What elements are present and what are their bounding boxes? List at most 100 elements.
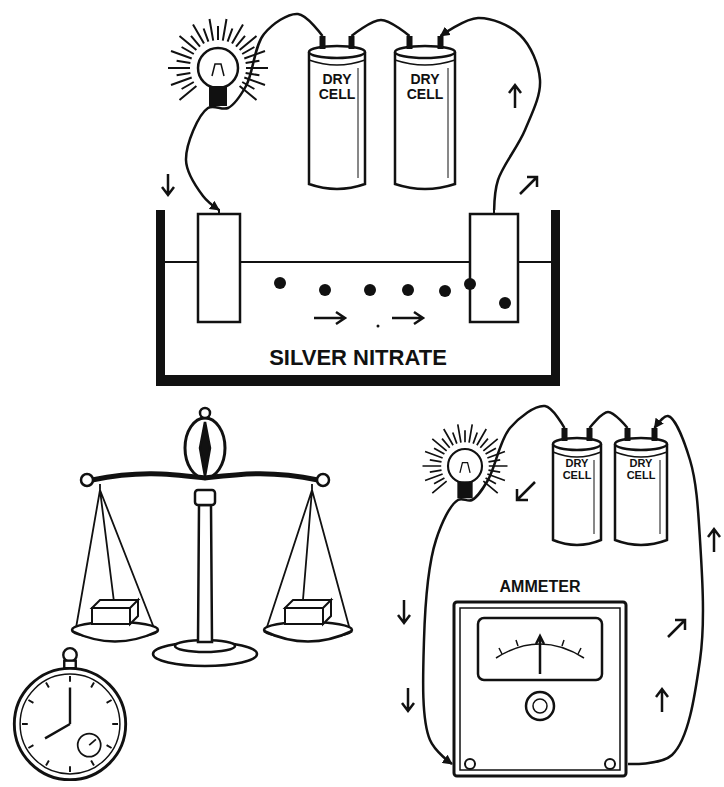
cell-body [309,52,365,189]
bulb-glass [198,48,238,88]
meter-knob-center [533,699,547,713]
cell-terminal [349,36,355,49]
node-outline [394,36,456,192]
bulb-base [209,86,227,106]
watch-dial [20,674,120,774]
scale-pointer-frame [185,418,225,478]
text-block: DRY CELL [398,72,452,102]
scale-pan-bowl [72,631,158,642]
silver-ions [274,277,511,328]
meter-face [478,618,602,680]
current-arrow [668,620,685,637]
meter-knob [526,692,554,720]
electrode [470,214,518,322]
ion-dot [274,277,286,289]
current-arrow [656,689,668,712]
beam-end [81,474,93,486]
scale-finial [200,408,210,418]
weight-block [285,600,331,624]
cell-rim [615,452,667,457]
node-outline [552,428,602,548]
tank-wall [156,210,165,386]
scale-collar [195,490,215,505]
cell-shading [358,68,359,178]
ion-dot [439,285,451,297]
dry-cell: DRY CELL [614,428,668,548]
cell-terminal [625,428,631,441]
text-block: AMMETER [452,578,628,595]
tank-wall [551,210,560,386]
balance-scale [72,408,352,666]
scale-column [198,505,212,642]
cell-label: DRY CELL [556,458,598,482]
cell-top [395,46,455,58]
dry-cell: DRY CELL [308,36,366,192]
cell-top [615,438,667,450]
cell-top [309,46,365,58]
electrode-lead [219,209,494,214]
ion-dot [499,297,511,309]
cell-terminal [407,36,413,49]
cell-label: DRY CELL [618,458,664,482]
meter-needle [536,636,544,674]
scale-pointer [200,422,210,476]
ion-dot [402,284,414,296]
weight-block [92,608,130,624]
meter-terminal [605,759,615,769]
cell-shading [594,460,595,534]
ion-dot [364,284,376,296]
watch-subdial-hand [89,739,96,745]
cell-shading [448,68,449,178]
watch-hands [45,688,70,739]
cell-body [395,52,455,189]
cell-terminal [320,36,326,49]
ion-dot [377,325,380,328]
dry-cell: DRY CELL [394,36,456,192]
current-arrow [402,688,414,711]
cell-label: DRY CELL [312,72,362,102]
stopwatch [14,648,125,780]
current-arrow [509,85,521,108]
text-block: DRY CELL [312,72,362,102]
cell-body [553,444,601,545]
ion-dot [464,278,476,290]
beam-end [317,474,329,486]
ion-dot [319,284,331,296]
node-outline [614,428,668,548]
current-arrow [398,600,410,623]
text-block: DRY CELL [556,458,598,482]
text-block: SILVER NITRATE [156,346,560,370]
ion-flow-arrow [314,312,423,324]
current-arrow [162,174,174,195]
cell-body [615,444,667,545]
pan-strings [76,484,350,636]
ammeter-box: AMMETER [452,578,628,778]
solution-label: SILVER NITRATE [156,346,560,370]
cell-terminal [652,428,658,441]
scale-beam [92,474,318,480]
cell-terminal [587,428,593,441]
weight-block [285,608,323,624]
watch-ticks [22,676,118,772]
cell-label: DRY CELL [398,72,452,102]
node-outline [308,36,366,192]
silver-nitrate-tank: SILVER NITRATE [156,210,560,386]
tank-floor [156,375,560,386]
wire [352,20,410,36]
cell-rim [553,452,601,457]
instrument-label: AMMETER [452,578,628,595]
current-arrow [520,177,537,194]
cell-rim [395,60,455,65]
dry-cell: DRY CELL [552,428,602,548]
current-arrow [517,482,535,500]
cell-terminal [562,428,568,441]
meter-terminal [465,759,475,769]
watch-subdial [78,734,101,757]
cell-shading [660,460,661,534]
node-outline [452,578,628,778]
meter-case [454,602,626,776]
cell-terminal [438,36,444,49]
cell-rim [309,60,365,65]
